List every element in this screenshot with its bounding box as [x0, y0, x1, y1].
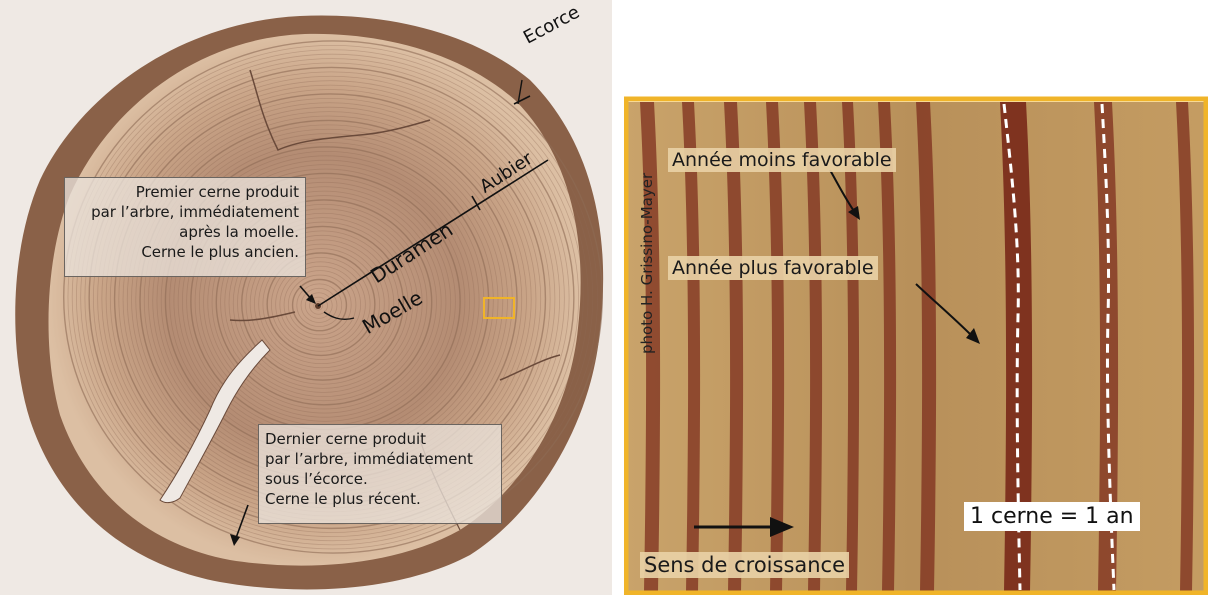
label-more-favorable: Année plus favorable: [668, 256, 878, 280]
first-ring-line1: Premier cerne produit: [71, 182, 299, 202]
ring-closeup-panel: photo H. Grissino-Mayer Année moins favo…: [624, 96, 1208, 595]
last-ring-line2: par l’arbre, immédiatement: [265, 449, 495, 469]
last-ring-box: Dernier cerne produit par l’arbre, imméd…: [258, 424, 502, 524]
first-ring-line3: après la moelle.: [71, 222, 299, 242]
last-ring-line1: Dernier cerne produit: [265, 429, 495, 449]
label-less-favorable: Année moins favorable: [668, 148, 896, 172]
last-ring-line4: Cerne le plus récent.: [265, 489, 495, 509]
label-one-ring: 1 cerne = 1 an: [964, 502, 1140, 531]
first-ring-box: Premier cerne produit par l’arbre, imméd…: [64, 177, 306, 277]
last-ring-line3: sous l’écorce.: [265, 469, 495, 489]
photo-credit: photo H. Grissino-Mayer: [638, 173, 656, 354]
first-ring-line4: Cerne le plus ancien.: [71, 242, 299, 262]
first-ring-line2: par l’arbre, immédiatement: [71, 202, 299, 222]
tree-section-panel: Ecorce Aubier Duramen Moelle Premier cer…: [0, 0, 612, 595]
label-growth-direction: Sens de croissance: [640, 552, 849, 578]
